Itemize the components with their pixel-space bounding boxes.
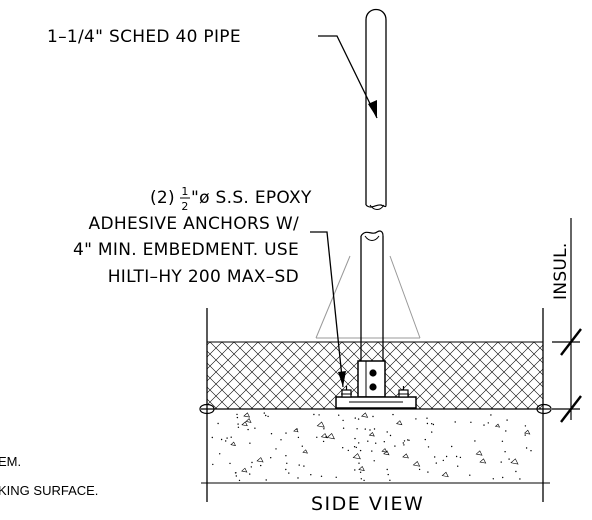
anchor-bolt-left [341,386,352,398]
insulation-label: INSUL. [551,242,571,300]
lower-pipe-segment [360,230,384,361]
anchor-fraction-numerator: 1 [181,185,188,198]
general-note-fragment-2: KING SURFACE. [0,483,98,498]
upper-pipe-segment [365,8,387,210]
insulation-dimension [552,218,582,423]
anchor-label-line3: 4" MIN. EMBEDMENT. USE [73,240,299,260]
anchor-label-line4: HILTI–HY 200 MAX–SD [108,267,299,287]
pipe-label: 1–1/4" SCHED 40 PIPE [47,27,241,47]
side-view-title: SIDE VIEW [311,493,424,515]
concrete-slab [201,410,550,484]
anchor-fraction-denominator: 2 [181,200,188,213]
anchor-label-line1-suffix: "ø S.S. EPOXY [191,188,312,208]
anchor-label-line1-prefix: (2) [150,188,175,208]
anchor-callout: (2) 1 2 "ø S.S. EPOXY ADHESIVE ANCHORS W… [73,185,312,287]
anchor-bolt-right [398,386,409,398]
slab-break-left [199,403,215,415]
general-note-fragment-1: EM. [0,454,21,469]
slab-break-right [536,403,552,415]
base-plate-assembly [335,360,417,409]
pipe-callout-leader [318,35,378,119]
hidden-gusset-outline [315,255,421,339]
anchor-label-line2: ADHESIVE ANCHORS W/ [89,214,299,234]
anchor-callout-leader [310,231,346,388]
